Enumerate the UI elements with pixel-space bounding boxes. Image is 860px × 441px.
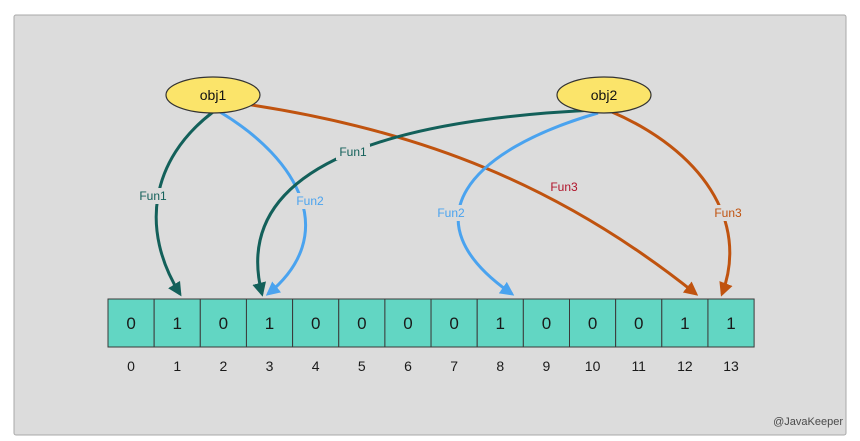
hash-arrows bbox=[154, 102, 733, 297]
bit-index-0: 0 bbox=[127, 358, 135, 374]
bit-value-4: 0 bbox=[311, 314, 320, 333]
obj1-fun3-label-bg bbox=[547, 179, 581, 195]
bit-index-4: 4 bbox=[312, 358, 320, 374]
bit-value-9: 0 bbox=[542, 314, 551, 333]
bit-cell-4 bbox=[292, 298, 340, 348]
obj2-label: obj2 bbox=[591, 87, 618, 103]
obj1-fun2-label: Fun2 bbox=[296, 194, 324, 208]
bit-value-13: 1 bbox=[726, 314, 735, 333]
bit-index-9: 9 bbox=[543, 358, 551, 374]
bit-cell-11 bbox=[615, 298, 663, 348]
obj1-fun2-label-bg bbox=[293, 193, 327, 209]
bit-index-5: 5 bbox=[358, 358, 366, 374]
bit-index-1: 1 bbox=[173, 358, 181, 374]
bit-value-7: 0 bbox=[449, 314, 458, 333]
bit-cell-7 bbox=[430, 298, 478, 348]
watermark: @JavaKeeper bbox=[773, 416, 843, 428]
bit-value-6: 0 bbox=[403, 314, 412, 333]
bit-array: 0 1 0 1 0 0 0 0 1 0 0 0 1 1 bbox=[107, 298, 755, 348]
bit-value-11: 0 bbox=[634, 314, 643, 333]
obj2-fun3-arrow bbox=[611, 110, 733, 297]
obj1-fun3-label: Fun3 bbox=[550, 180, 578, 194]
bit-cell-12 bbox=[661, 298, 709, 348]
diagram-background bbox=[13, 14, 847, 436]
obj2-fun1-label-bg bbox=[336, 144, 370, 160]
bit-value-2: 0 bbox=[219, 314, 228, 333]
bit-cell-5 bbox=[338, 298, 386, 348]
bit-value-8: 1 bbox=[496, 314, 505, 333]
bit-cell-9 bbox=[522, 298, 570, 348]
bit-index-11: 11 bbox=[631, 358, 646, 374]
obj2-fun1-label: Fun1 bbox=[339, 145, 367, 159]
bit-value-12: 1 bbox=[680, 314, 689, 333]
bit-cell-6 bbox=[384, 298, 432, 348]
obj1-fun1-label: Fun1 bbox=[139, 189, 167, 203]
obj2-fun2-arrow bbox=[456, 111, 599, 296]
bit-index-2: 2 bbox=[219, 358, 227, 374]
obj1-fun1-label-bg bbox=[136, 188, 170, 204]
bit-value-10: 0 bbox=[588, 314, 597, 333]
bit-cell-10 bbox=[569, 298, 617, 348]
obj1-ellipse bbox=[165, 76, 261, 114]
objects: obj1 obj2 bbox=[165, 76, 652, 114]
bit-index-7: 7 bbox=[450, 358, 458, 374]
bit-index-13: 13 bbox=[723, 358, 739, 374]
obj2-fun2-label: Fun2 bbox=[437, 206, 465, 220]
bit-value-1: 1 bbox=[172, 314, 181, 333]
bit-index-8: 8 bbox=[496, 358, 504, 374]
bit-cell-0 bbox=[107, 298, 155, 348]
bit-index-10: 10 bbox=[585, 358, 601, 374]
bit-value-0: 0 bbox=[126, 314, 135, 333]
obj2-fun3-label-bg bbox=[711, 205, 745, 221]
obj1-label: obj1 bbox=[200, 87, 227, 103]
obj2-fun2-label-bg bbox=[434, 205, 468, 221]
bit-cell-13 bbox=[707, 298, 755, 348]
bit-index-12: 12 bbox=[677, 358, 693, 374]
obj2-ellipse bbox=[556, 76, 652, 114]
obj2-fun3-label: Fun3 bbox=[714, 206, 742, 220]
bit-index-6: 6 bbox=[404, 358, 412, 374]
bit-cell-8 bbox=[476, 298, 524, 348]
bit-value-5: 0 bbox=[357, 314, 366, 333]
bit-index-3: 3 bbox=[266, 358, 274, 374]
bit-cell-3 bbox=[245, 298, 294, 348]
bit-value-3: 1 bbox=[265, 314, 274, 333]
